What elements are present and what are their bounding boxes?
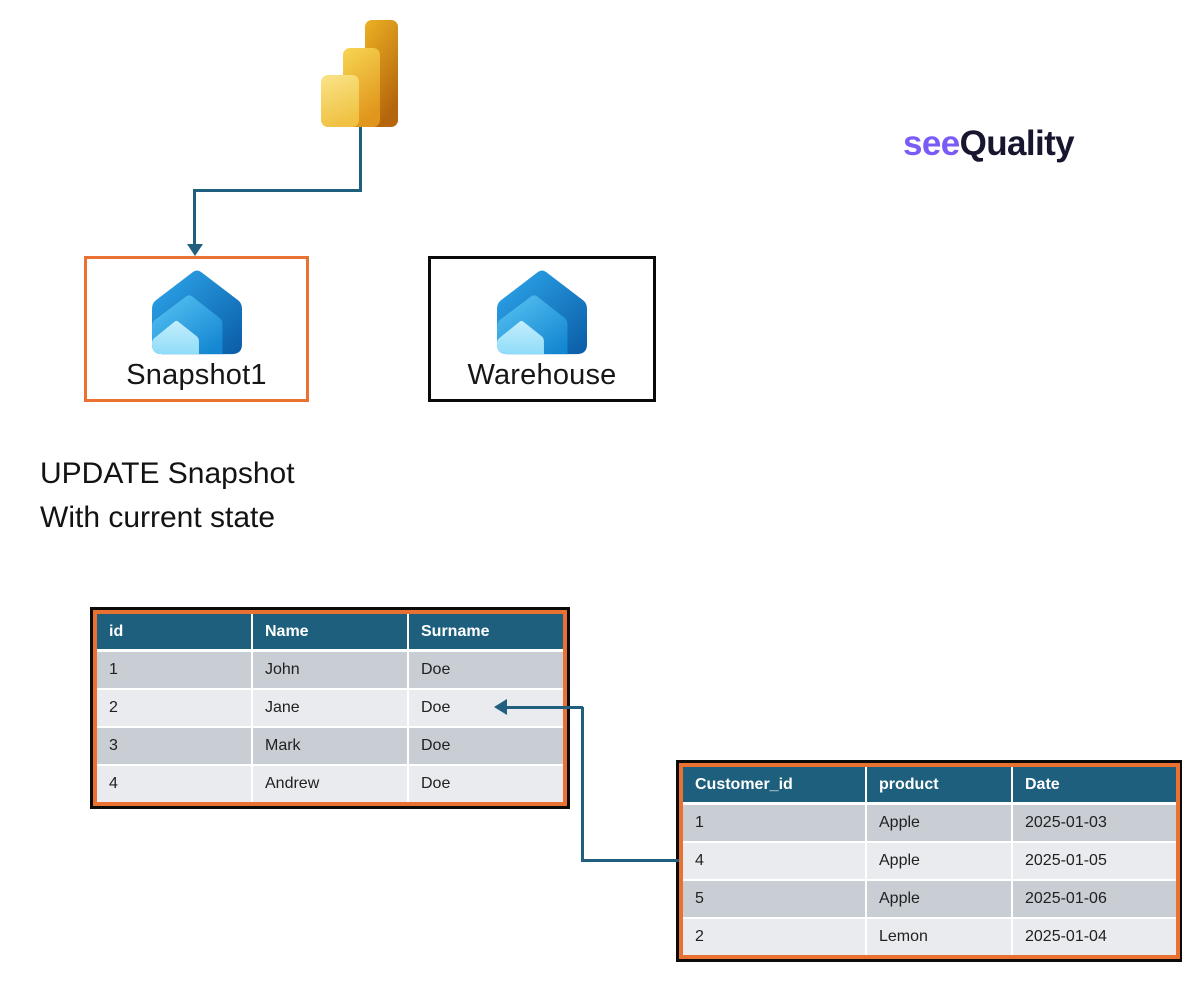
column-header: product [866,767,1013,805]
caption-line-1: UPDATE Snapshot [40,457,295,490]
seequality-logo: seeQuality [903,124,1075,164]
table-cell: Andrew [252,765,409,802]
column-header: Name [252,614,409,652]
caption-line-2: With current state [40,501,276,534]
table-cell: 2 [683,918,867,955]
table-cell: 5 [683,880,867,919]
table-cell: Mark [252,727,409,766]
table-cell: 2025-01-03 [1012,803,1176,843]
table-cell: 2025-01-05 [1012,842,1176,881]
node-label-warehouse: Warehouse [467,359,617,391]
table-cell: Lemon [866,918,1013,955]
table-cell: Doe [408,689,563,728]
node-label-snapshot1: Snapshot1 [126,359,267,391]
table-cell: John [252,650,409,690]
warehouse-house-icon [495,268,589,358]
table-cell: 4 [683,842,867,881]
table-cell: 1 [97,650,253,690]
table-cell: 2 [97,689,253,728]
column-header: Date [1012,767,1176,805]
column-header: id [97,614,253,652]
caption-text: UPDATE Snapshot With current state [40,452,295,540]
table-cell: 4 [97,765,253,802]
node-snapshot1: Snapshot1 [84,256,309,402]
table-cell: Doe [408,650,563,690]
power-bi-logo-icon [321,15,399,133]
column-header: Surname [408,614,563,652]
arrowhead-down-icon [187,244,203,256]
arrowhead-left-icon [494,699,507,715]
table-cell: Apple [866,880,1013,919]
table-cell: Jane [252,689,409,728]
table-cell: 2025-01-06 [1012,880,1176,919]
brand-see-text: see [903,124,960,163]
table-cell: 1 [683,803,867,843]
table-cell: 2025-01-04 [1012,918,1176,955]
node-warehouse: Warehouse [428,256,656,402]
warehouse-house-icon [150,268,244,358]
column-header: Customer_id [683,767,867,805]
table-cell: 3 [97,727,253,766]
table-cell: Doe [408,765,563,802]
table-cell: Apple [866,803,1013,843]
table-cell: Doe [408,727,563,766]
table-cell: Apple [866,842,1013,881]
brand-quality-text: Quality [959,124,1075,163]
